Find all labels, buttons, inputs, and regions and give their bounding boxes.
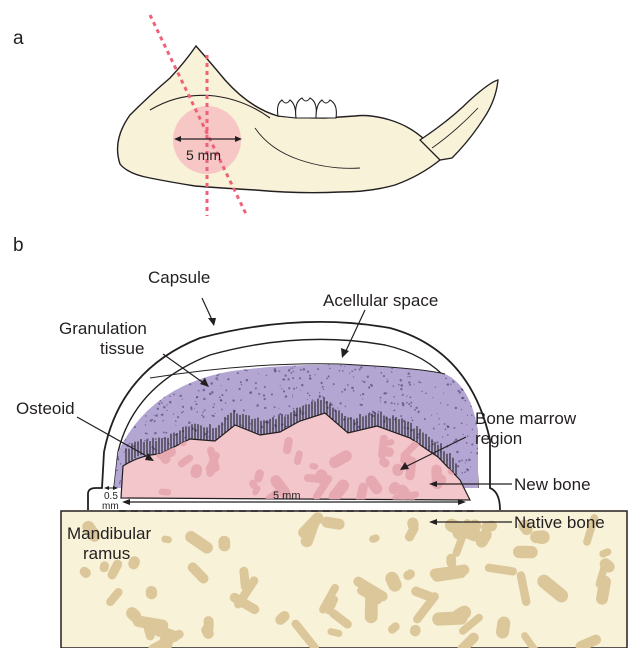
defect-size-label: 5 mm <box>186 147 221 163</box>
osteoid-label: Osteoid <box>16 399 75 418</box>
bone-marrow-label-line2: region <box>475 429 522 448</box>
mandibular-label-line1: Mandibular <box>67 524 151 543</box>
gap-label-unit: mm <box>102 501 119 512</box>
native-bone-label: Native bone <box>514 513 605 532</box>
mandibular-label-line2: ramus <box>83 544 130 563</box>
mandible-body <box>118 46 440 193</box>
granulation-label-line1: Granulation <box>59 319 147 338</box>
panel-b-letter: b <box>13 235 24 256</box>
mandible-illustration: 5 mm <box>118 15 498 216</box>
granulation-label-line2: tissue <box>100 339 144 358</box>
panel-a-letter: a <box>13 28 24 49</box>
width-label: 5 mm <box>273 490 301 502</box>
incisor <box>420 80 498 160</box>
bone-marrow-label-line1: Bone marrow <box>475 409 577 428</box>
defect-site <box>173 106 241 174</box>
acellular-space-label: Acellular space <box>323 291 438 310</box>
capsule-label: Capsule <box>148 268 210 287</box>
molar-teeth <box>278 98 337 118</box>
new-bone-label: New bone <box>514 475 591 494</box>
